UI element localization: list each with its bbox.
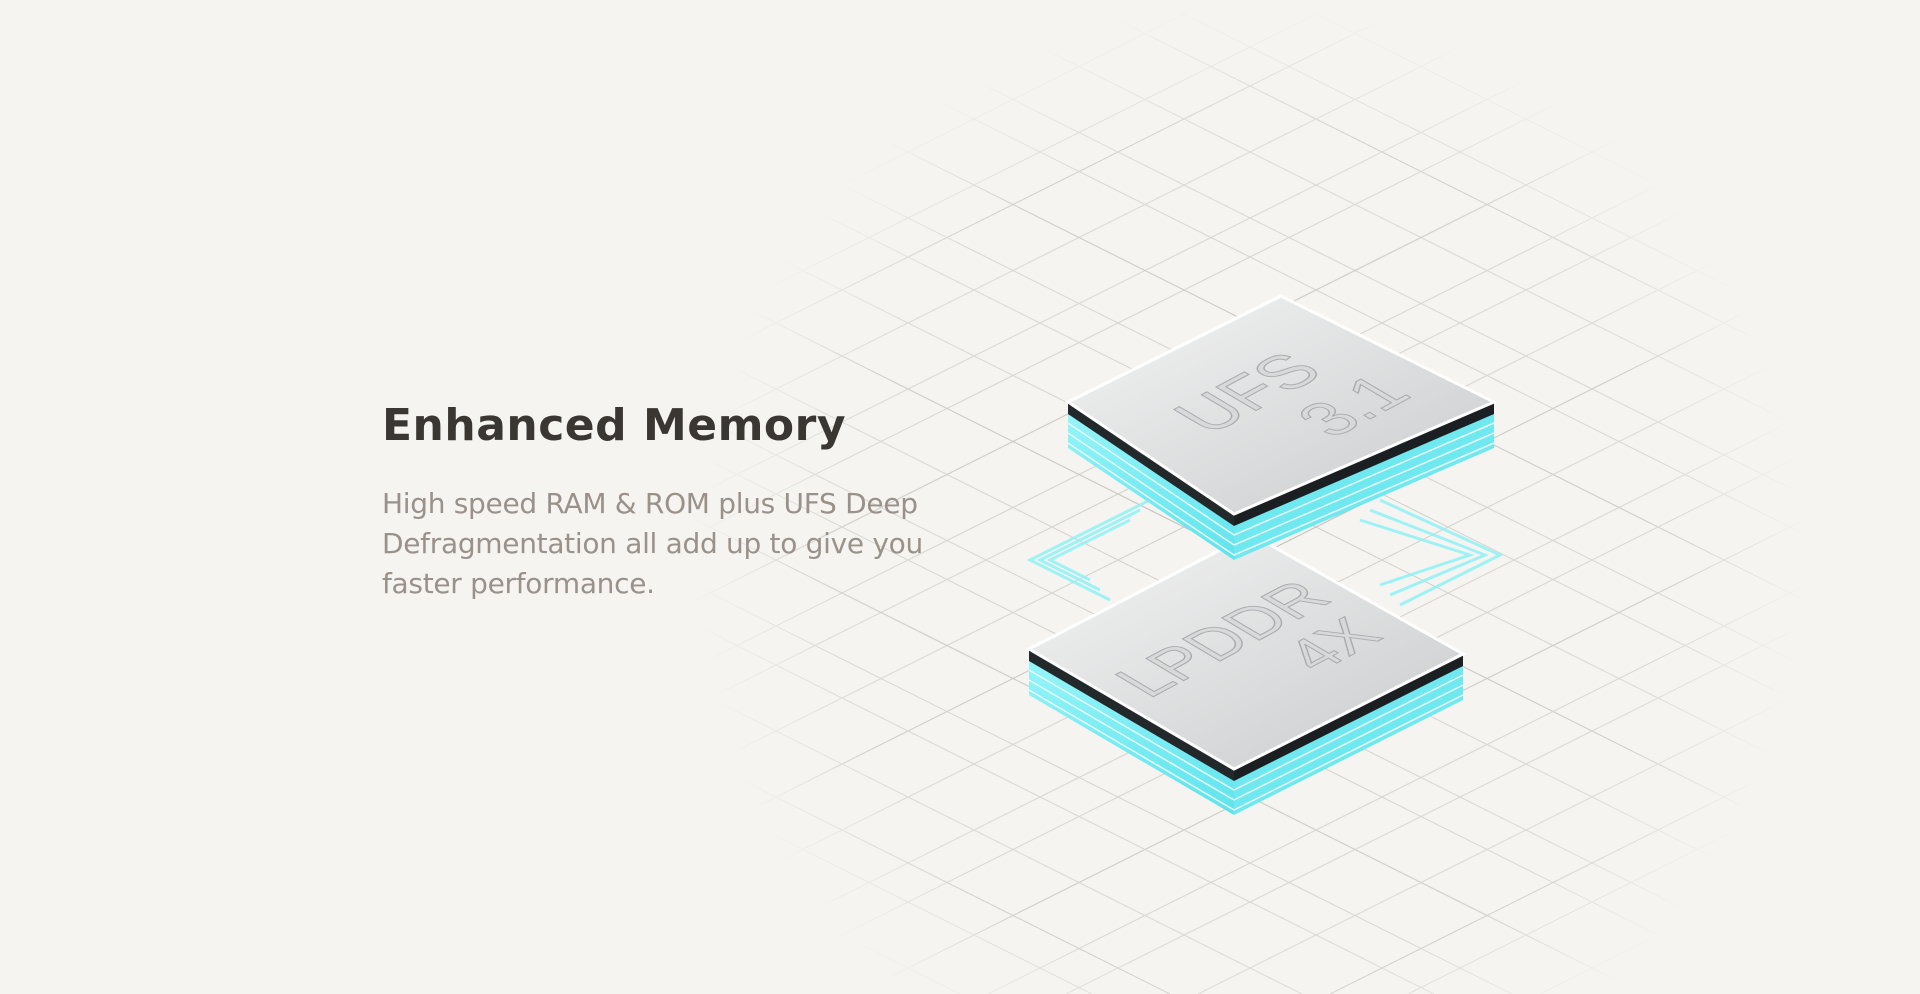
feature-description: High speed RAM & ROM plus UFS Deep Defra… <box>382 487 923 600</box>
ufs-chip: UFS 3.1 <box>1065 294 1498 560</box>
feature-text-block: Enhanced Memory High speed RAM & ROM plu… <box>382 398 982 604</box>
chip-connectors <box>1026 498 1504 607</box>
lpddr-chip: LPDDR 4X <box>1025 532 1467 815</box>
feature-title: Enhanced Memory <box>382 400 847 451</box>
